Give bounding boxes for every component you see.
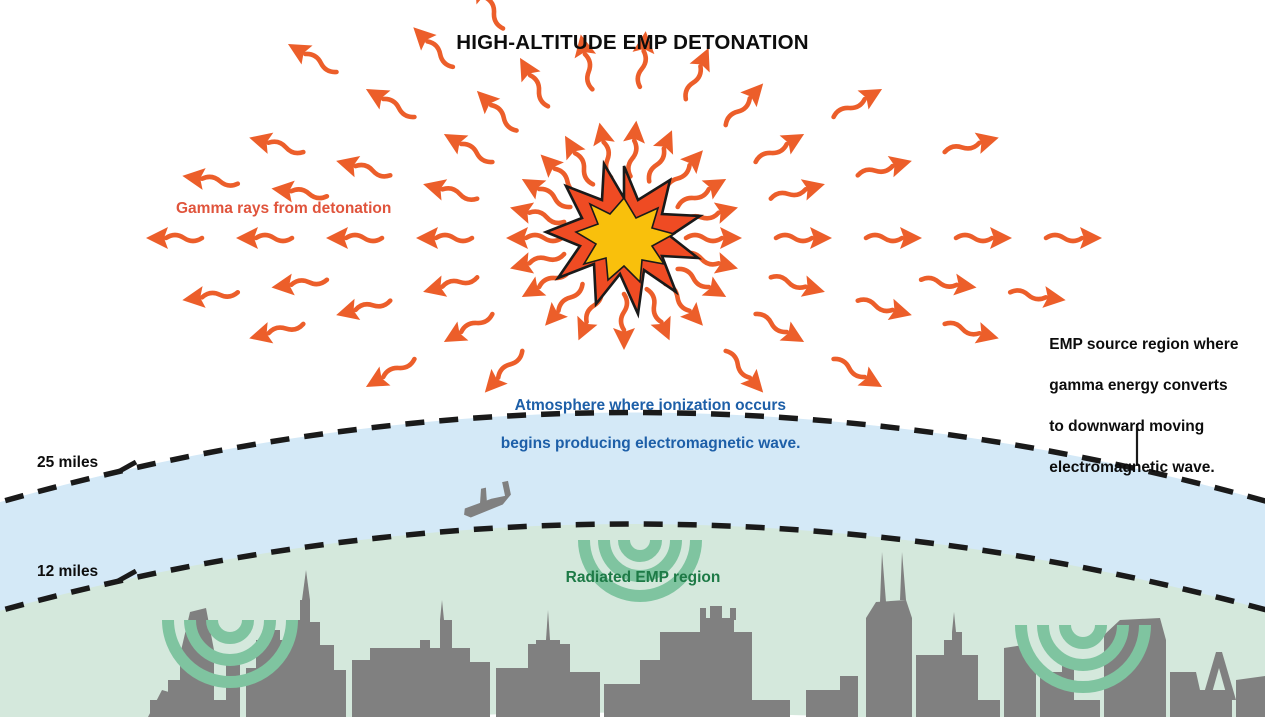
skyline-right-tall xyxy=(866,600,912,717)
skyline-left-b xyxy=(148,690,200,717)
tick-12-miles xyxy=(116,568,138,584)
atmosphere-label-line1: Atmosphere where ionization occurs xyxy=(514,396,786,414)
skyline-castle-top xyxy=(700,608,736,620)
skyline-tower-tall xyxy=(604,606,790,717)
altitude-label-25-miles: 25 miles xyxy=(37,454,99,471)
burst-inner xyxy=(574,196,677,284)
atmosphere-label: Atmosphere where ionization occurs begin… xyxy=(442,378,842,473)
skyline-right-spire xyxy=(952,612,956,632)
page-title: HIGH-ALTITUDE EMP DETONATION xyxy=(456,31,809,54)
skyline-right-b xyxy=(916,632,1000,717)
altitude-label-12-miles: 12 miles xyxy=(37,563,99,580)
skyline-ship xyxy=(644,676,700,710)
atmosphere-label-line2: begins producing electromagnetic wave. xyxy=(500,434,801,452)
skyline-mid xyxy=(352,620,490,717)
skyline-right-antenna-1 xyxy=(880,552,886,602)
skyline-spire-2 xyxy=(440,600,444,620)
emp-source-label-line3: to downward moving xyxy=(1049,418,1205,436)
skyline-mid-left xyxy=(246,600,346,717)
skyline-spire-3 xyxy=(546,610,550,640)
boundary-12-miles xyxy=(0,521,1265,614)
emp-wave-signal-icon-center xyxy=(578,539,702,602)
emp-source-label-line4: electromagnetic wave. xyxy=(1049,459,1215,477)
skyline-spire-1 xyxy=(302,570,310,600)
skyline-far-left-low xyxy=(806,676,858,717)
skyline-right-g xyxy=(1236,676,1265,717)
skyline-right-f xyxy=(1170,672,1232,717)
boundary-25-miles xyxy=(0,409,1265,506)
emp-wave-signal-icon-right xyxy=(1015,624,1151,693)
emp-source-label-line2: gamma energy converts xyxy=(1049,376,1228,394)
emp-source-region-label: EMP source region where gamma energy con… xyxy=(1032,314,1258,499)
skyline-left xyxy=(150,608,240,717)
emp-wave-signal-icon-left xyxy=(162,619,298,688)
emp-source-label-line1: EMP source region where xyxy=(1049,335,1239,353)
skyline-mid-right xyxy=(496,640,600,717)
radiated-emp-region-label: Radiated EMP region xyxy=(565,569,721,586)
gamma-rays-label: Gamma rays from detonation xyxy=(176,200,392,217)
tick-25-miles xyxy=(116,459,138,475)
skyline-right-antenna-2 xyxy=(900,552,906,600)
skyline-tower-truss xyxy=(1202,652,1236,700)
airplane-icon xyxy=(464,480,511,518)
